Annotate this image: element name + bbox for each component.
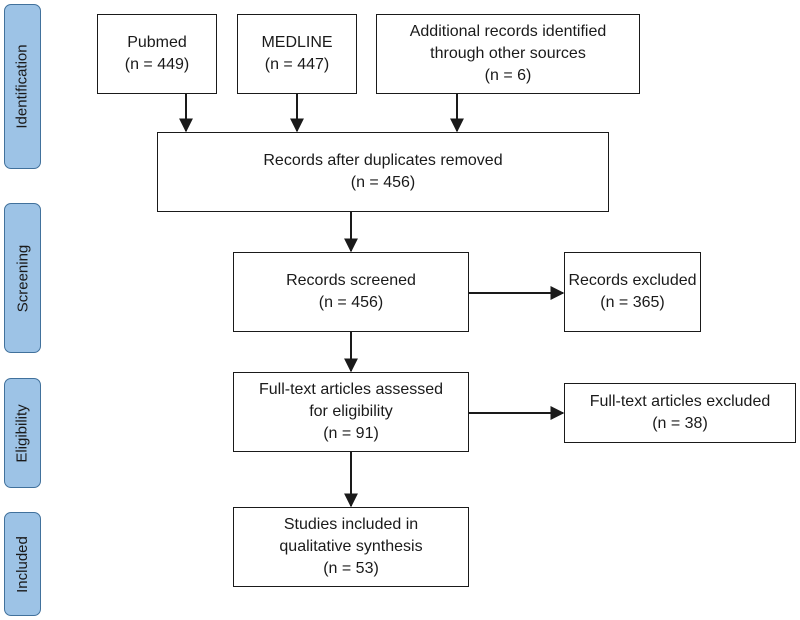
duplicates-removed-title: Records after duplicates removed xyxy=(263,152,503,169)
medline-count: (n = 447) xyxy=(264,56,330,73)
records-excluded-box: Records excluded (n = 365) xyxy=(564,252,701,332)
studies-included-count: (n = 53) xyxy=(323,560,379,577)
other-sources-line1: Additional records identified xyxy=(409,23,607,40)
records-screened-count: (n = 456) xyxy=(318,294,384,311)
fulltext-excluded-count: (n = 38) xyxy=(652,415,708,432)
records-screened-title: Records screened xyxy=(286,272,416,289)
fulltext-excluded-box: Full-text articles excluded (n = 38) xyxy=(564,383,796,443)
phase-screening: Screening xyxy=(4,203,41,353)
phase-identification: Identification xyxy=(4,4,41,169)
studies-included-box: Studies included in qualitative synthesi… xyxy=(233,507,469,587)
fulltext-assessed-line1: Full-text articles assessed xyxy=(258,381,444,398)
duplicates-removed-count: (n = 456) xyxy=(350,174,416,191)
medline-box: MEDLINE (n = 447) xyxy=(237,14,357,94)
records-excluded-count: (n = 365) xyxy=(600,294,665,311)
other-sources-count: (n = 6) xyxy=(484,67,532,84)
pubmed-box: Pubmed (n = 449) xyxy=(97,14,217,94)
fulltext-assessed-line2: for eligibility xyxy=(309,403,393,420)
fulltext-assessed-box: Full-text articles assessed for eligibil… xyxy=(233,372,469,452)
pubmed-count: (n = 449) xyxy=(124,56,190,73)
other-sources-box: Additional records identified through ot… xyxy=(376,14,640,94)
duplicates-removed-box: Records after duplicates removed (n = 45… xyxy=(157,132,609,212)
studies-included-line2: qualitative synthesis xyxy=(279,538,423,555)
studies-included-line1: Studies included in xyxy=(283,516,419,533)
fulltext-assessed-count: (n = 91) xyxy=(323,425,379,442)
medline-title: MEDLINE xyxy=(261,34,333,51)
records-screened-box: Records screened (n = 456) xyxy=(233,252,469,332)
other-sources-line2: through other sources xyxy=(430,45,586,62)
phase-included: Included xyxy=(4,512,41,616)
pubmed-title: Pubmed xyxy=(127,34,187,51)
records-excluded-title: Records excluded xyxy=(568,272,697,289)
phase-eligibility: Eligibility xyxy=(4,378,41,488)
fulltext-excluded-title: Full-text articles excluded xyxy=(589,393,771,410)
